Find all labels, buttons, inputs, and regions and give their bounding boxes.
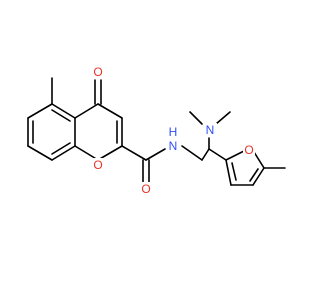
svg-text:O: O <box>93 158 102 172</box>
pyranone-ring <box>74 103 123 161</box>
molecule-structure-diagram: O O O N H N O <box>27 65 286 196</box>
nme2-methyl-left <box>189 111 203 125</box>
furan-oxygen: O <box>243 143 255 157</box>
ch2-to-ch <box>201 148 210 161</box>
ring-oxygen: O <box>92 158 104 172</box>
ch-to-furan <box>208 148 227 161</box>
c2-to-amide-carbon <box>121 145 147 161</box>
svg-text:H: H <box>169 125 178 139</box>
svg-text:O: O <box>141 182 150 196</box>
nme2-methyl-right <box>215 111 231 125</box>
furan-ring <box>225 150 265 186</box>
amide-oxygen: O <box>140 182 152 196</box>
svg-text:O: O <box>93 65 102 79</box>
svg-text:N: N <box>169 139 178 153</box>
benzene-ring <box>27 103 76 161</box>
n-to-ch2 <box>181 145 203 161</box>
amide-nitrogen: N <box>166 139 180 153</box>
amide-hydrogen: H <box>166 125 180 139</box>
svg-text:N: N <box>206 123 215 137</box>
svg-text:O: O <box>244 143 253 157</box>
dimethylamine-nitrogen: N <box>203 123 217 137</box>
amide-c-to-n <box>145 148 166 161</box>
ketone-oxygen: O <box>92 65 104 79</box>
